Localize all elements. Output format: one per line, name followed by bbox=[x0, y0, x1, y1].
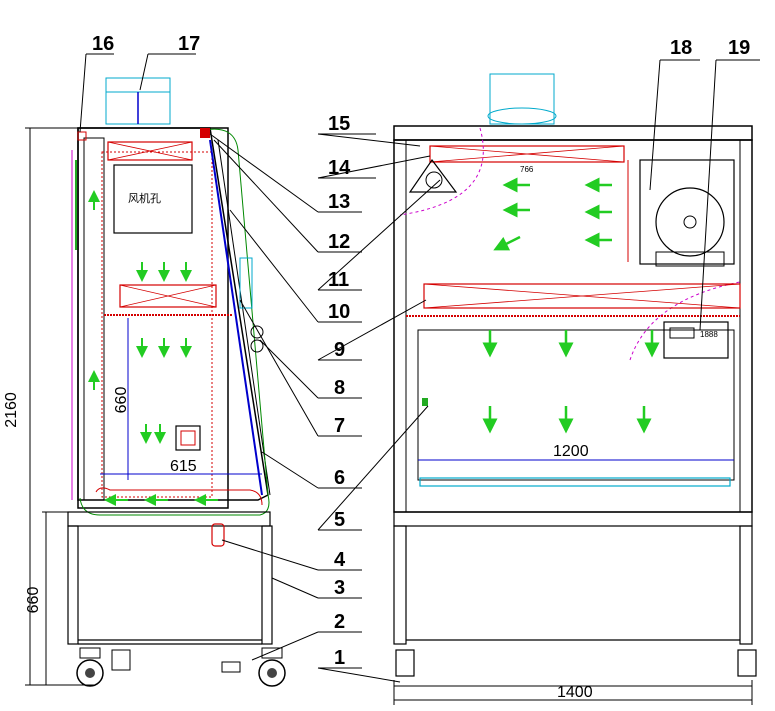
side-view: 2160 660 风机孔 660 615 bbox=[3, 77, 286, 687]
display-readout: 1888 bbox=[700, 330, 718, 339]
callout-17: 17 bbox=[178, 33, 200, 55]
callout-7: 7 bbox=[334, 415, 345, 437]
callout-14: 14 bbox=[328, 157, 351, 179]
callout-numbers: 16 17 15 14 13 12 11 10 9 8 7 6 5 4 3 2 … bbox=[92, 33, 750, 669]
callout-15: 15 bbox=[328, 113, 350, 135]
callout-8: 8 bbox=[334, 377, 345, 399]
callout-6: 6 bbox=[334, 467, 345, 489]
callout-5: 5 bbox=[334, 509, 345, 531]
dim-width-inner: 1200 bbox=[553, 443, 589, 460]
callout-18: 18 bbox=[670, 37, 692, 59]
dim-leg-height: 660 bbox=[25, 587, 42, 614]
callout-16: 16 bbox=[92, 33, 114, 55]
callout-9: 9 bbox=[334, 339, 345, 361]
front-view: 766 1888 1200 bbox=[393, 73, 757, 705]
dim-depth-inner: 615 bbox=[170, 458, 197, 475]
callout-19: 19 bbox=[728, 37, 750, 59]
callout-13: 13 bbox=[328, 191, 350, 213]
dim-filter-width: 766 bbox=[520, 165, 534, 174]
leader-lines bbox=[79, 53, 760, 683]
callout-3: 3 bbox=[334, 577, 345, 599]
callout-2: 2 bbox=[334, 611, 345, 633]
callout-1: 1 bbox=[334, 647, 345, 669]
dim-inner-height: 660 bbox=[113, 387, 130, 414]
callout-12: 12 bbox=[328, 231, 350, 253]
callout-11: 11 bbox=[328, 269, 349, 291]
callout-4: 4 bbox=[334, 549, 346, 571]
dim-width-total: 1400 bbox=[557, 684, 593, 701]
callout-10: 10 bbox=[328, 301, 350, 323]
dim-total-height: 2160 bbox=[3, 392, 20, 428]
label-fan-hole: 风机孔 bbox=[128, 191, 161, 205]
